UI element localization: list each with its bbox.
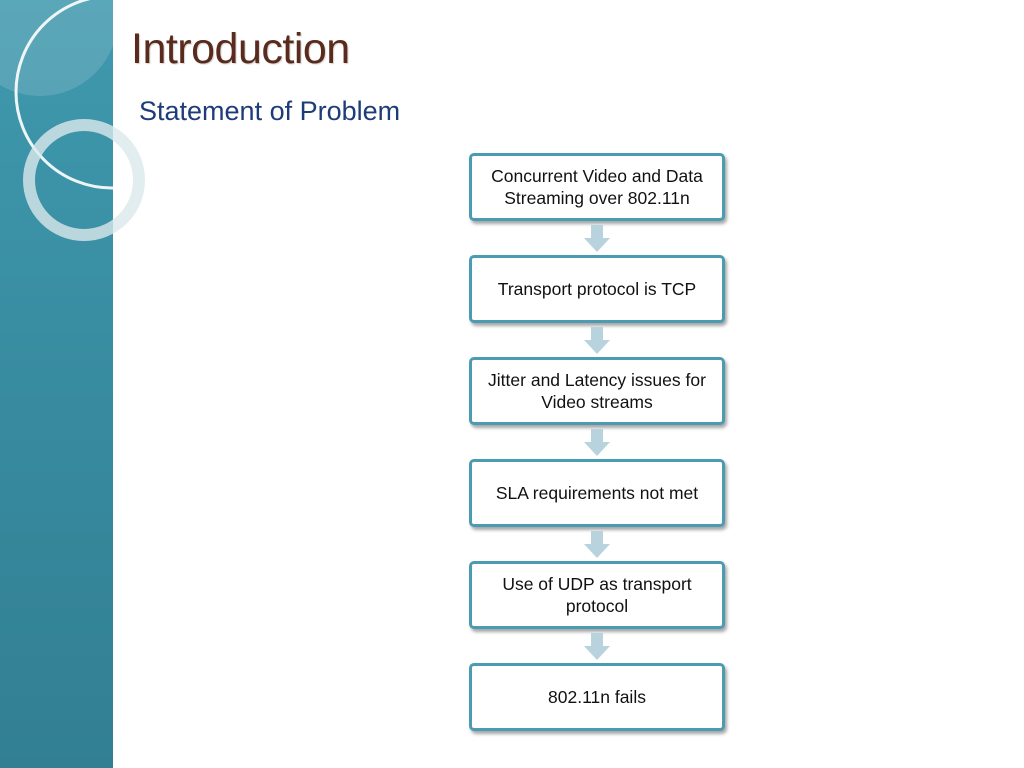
slide-subtitle: Statement of Problem (139, 96, 401, 126)
flow-step-udp-transport: Use of UDP as transport protocol (469, 561, 725, 629)
slide-title: Introduction (131, 25, 350, 73)
down-arrow-icon (584, 327, 610, 354)
down-arrow-icon (584, 633, 610, 660)
down-arrow-icon (584, 225, 610, 252)
down-arrow-icon (584, 531, 610, 558)
flow-step-80211n-fails: 802.11n fails (469, 663, 725, 731)
flow-step-sla-not-met: SLA requirements not met (469, 459, 725, 527)
down-arrow-icon (584, 429, 610, 456)
flow-step-tcp-transport: Transport protocol is TCP (469, 255, 725, 323)
flow-step-jitter-latency: Jitter and Latency issues for Video stre… (469, 357, 725, 425)
sidebar-band (0, 0, 113, 768)
flow-step-concurrent-streaming: Concurrent Video and Data Streaming over… (469, 153, 725, 221)
